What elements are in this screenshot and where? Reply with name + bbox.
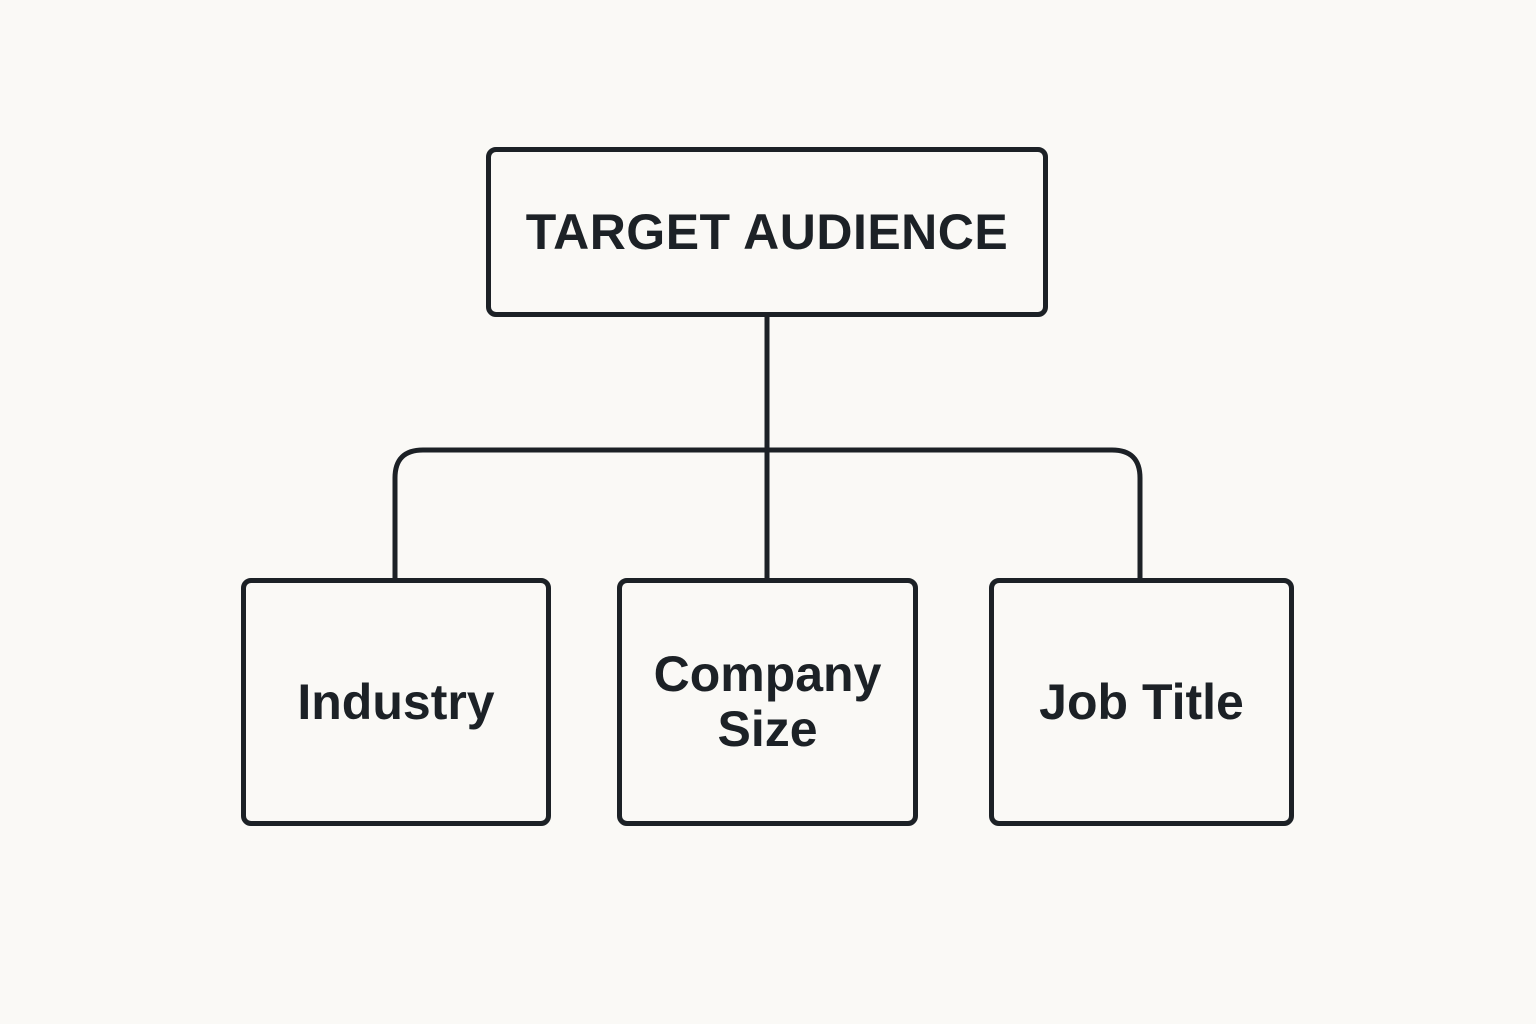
root-node-label: TARGET AUDIENCE [525, 203, 1009, 260]
branch-connector-right [764, 447, 1143, 583]
child-node-label: Job Title [1039, 673, 1244, 730]
child-node-company-size: Company Size [617, 578, 918, 826]
child-node-job-title: Job Title [989, 578, 1294, 826]
root-node-target-audience: TARGET AUDIENCE [486, 147, 1048, 317]
child-node-label: Industry [297, 673, 495, 730]
child-node-industry: Industry [241, 578, 551, 826]
child-node-label: Company Size [653, 646, 882, 757]
branch-connector-left [392, 447, 770, 583]
